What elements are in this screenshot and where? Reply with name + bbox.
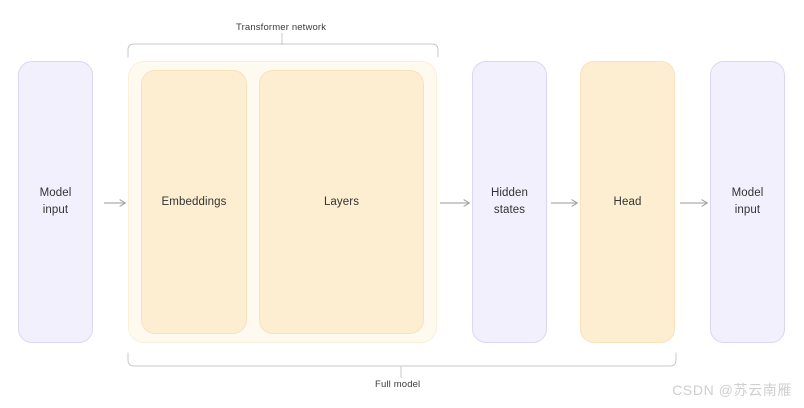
box-model-input-left[interactable]: Model input — [18, 61, 93, 343]
arrow-input-to-transformer — [104, 198, 128, 208]
arrow-hidden-to-head — [551, 198, 580, 208]
full-model-bracket-stem — [400, 366, 402, 378]
arrow-head-to-output — [680, 198, 710, 208]
box-layers-label: Layers — [323, 195, 360, 208]
box-hidden-states-label: Hidden states — [490, 187, 529, 216]
box-model-input-right[interactable]: Model input — [710, 61, 785, 343]
box-embeddings[interactable]: Embeddings — [141, 70, 247, 334]
box-head[interactable]: Head — [580, 61, 675, 343]
transformer-network-label: Transformer network — [236, 22, 327, 33]
transformer-network-bracket — [126, 42, 440, 58]
full-model-bracket — [126, 352, 678, 368]
box-head-label: Head — [613, 195, 642, 208]
box-layers[interactable]: Layers — [259, 70, 424, 334]
csdn-watermark: CSDN @苏云南雁 — [672, 382, 792, 398]
arrow-transformer-to-hidden — [440, 198, 472, 208]
box-model-input-right-label: Model input — [731, 187, 764, 216]
box-model-input-left-label: Model input — [39, 187, 72, 216]
full-model-label: Full model — [375, 379, 421, 390]
box-hidden-states[interactable]: Hidden states — [472, 61, 547, 343]
box-embeddings-label: Embeddings — [161, 195, 227, 208]
transformer-network-bracket-stem — [281, 33, 283, 45]
